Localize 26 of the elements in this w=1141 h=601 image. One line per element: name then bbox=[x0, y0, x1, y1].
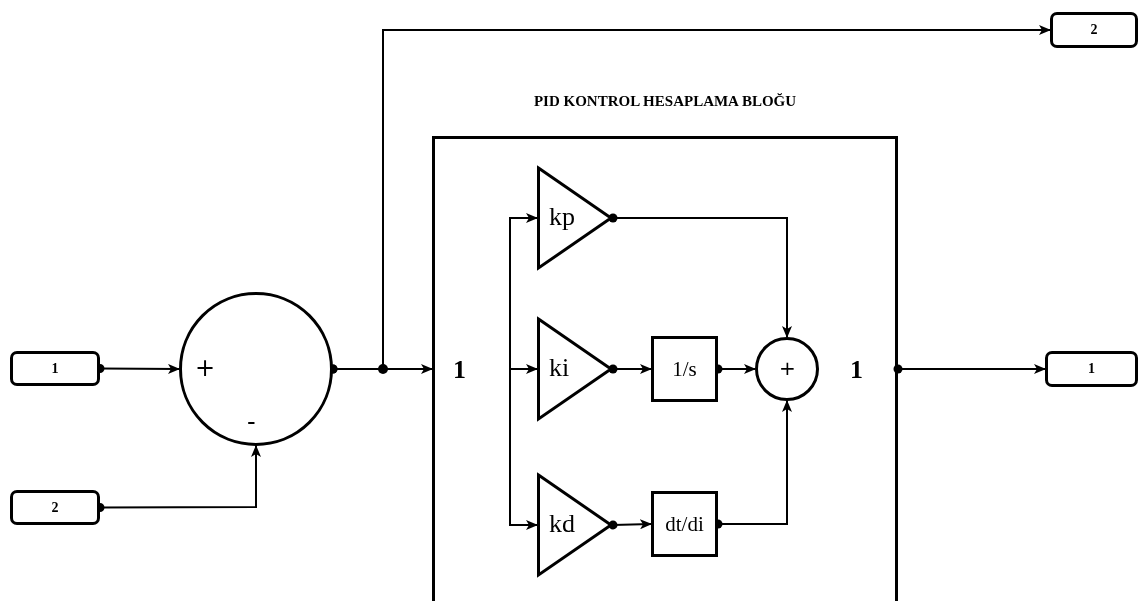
port-number: 2 bbox=[1090, 22, 1098, 38]
port-box bbox=[1045, 351, 1138, 387]
signal-arrow bbox=[893, 364, 1046, 374]
port-box bbox=[10, 351, 100, 386]
port-number: 2 bbox=[51, 499, 59, 516]
port-box bbox=[10, 490, 100, 525]
port-label: 1 bbox=[850, 357, 863, 383]
port-number: 1 bbox=[1088, 361, 1095, 377]
sign-label: + bbox=[195, 356, 216, 380]
signal-arrow bbox=[608, 213, 792, 338]
gain-label: ki bbox=[549, 355, 570, 381]
transfer-function-box: dt/di bbox=[651, 491, 718, 557]
sign-label: - bbox=[247, 410, 256, 434]
block-title: PID KONTROL HESAPLAMA BLOĞU bbox=[532, 93, 798, 110]
signal-arrow bbox=[509, 368, 538, 530]
port-label: 1 bbox=[453, 357, 466, 383]
port-box bbox=[1050, 12, 1138, 48]
signal-arrow bbox=[509, 364, 538, 374]
signal-arrow bbox=[509, 213, 538, 370]
signal-arrow bbox=[608, 519, 652, 530]
port-number: 1 bbox=[51, 360, 59, 377]
gain-label: kp bbox=[549, 204, 575, 230]
transfer-function-box: 1/s bbox=[651, 336, 718, 402]
sign-label: + bbox=[779, 358, 796, 378]
gain-label: kd bbox=[549, 511, 575, 537]
signal-arrow bbox=[608, 364, 652, 374]
